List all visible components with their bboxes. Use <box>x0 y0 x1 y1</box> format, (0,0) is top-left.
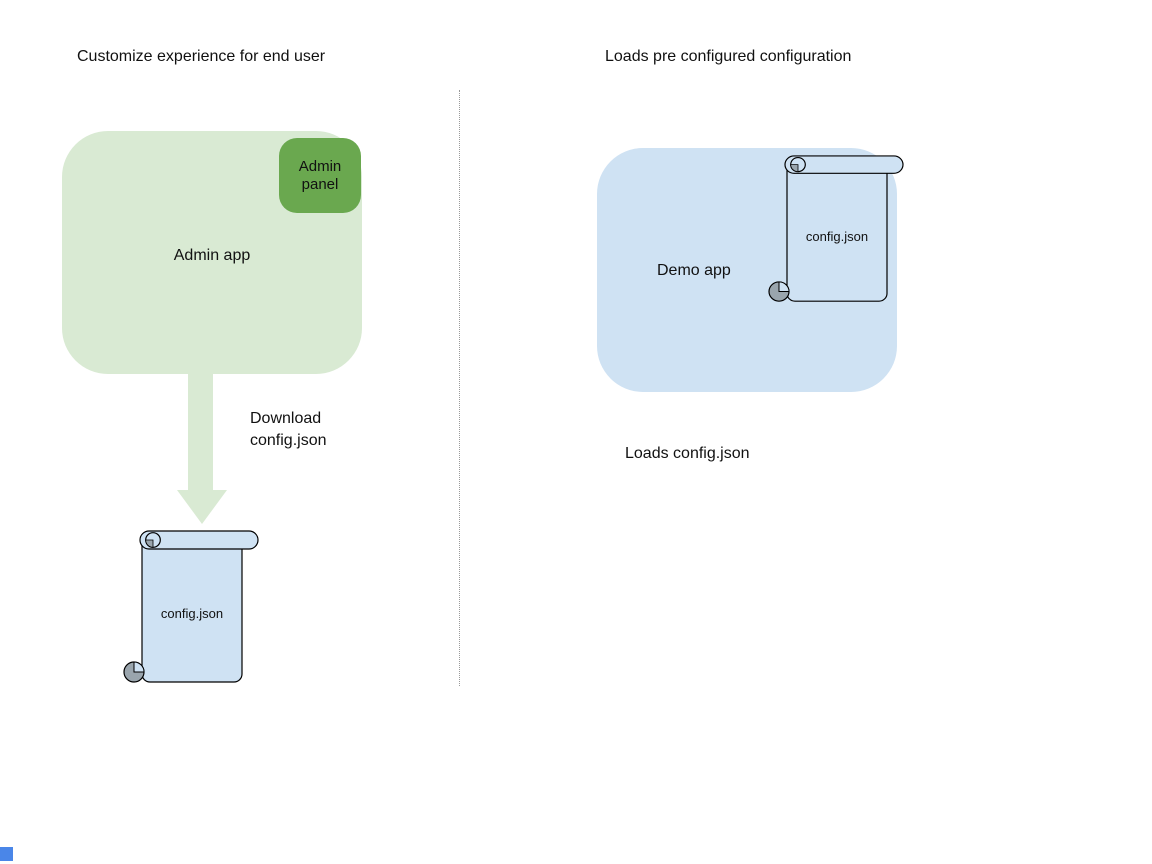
demo-app-label: Demo app <box>657 262 731 279</box>
admin-panel-box: Admin panel <box>279 138 361 213</box>
left-config-file-label: config.json <box>160 606 224 621</box>
scroll-top-roll <box>139 530 259 550</box>
corner-blue-square <box>0 847 13 861</box>
loads-config-caption: Loads config.json <box>625 445 750 462</box>
scroll-bottom-curl-notch <box>133 661 145 673</box>
download-config-label: Download config.json <box>250 410 327 449</box>
admin-app-label: Admin app <box>173 247 251 264</box>
config-file-scroll-icon <box>123 530 259 683</box>
admin-panel-label: Admin panel <box>298 157 342 193</box>
scroll-bottom-curl-notch <box>778 281 790 293</box>
right-config-file-label: config.json <box>805 229 869 244</box>
right-section-title: Loads pre configured configuration <box>605 48 852 65</box>
scroll-top-curl-shade <box>790 164 799 173</box>
left-section-title: Customize experience for end user <box>77 48 326 65</box>
download-arrow-shape <box>177 373 227 524</box>
config-file-scroll-icon <box>768 155 904 302</box>
download-arrow-icon <box>177 373 227 524</box>
scroll-top-roll <box>784 155 904 174</box>
scroll-top-curl-shade <box>145 539 154 548</box>
section-divider <box>459 90 460 686</box>
